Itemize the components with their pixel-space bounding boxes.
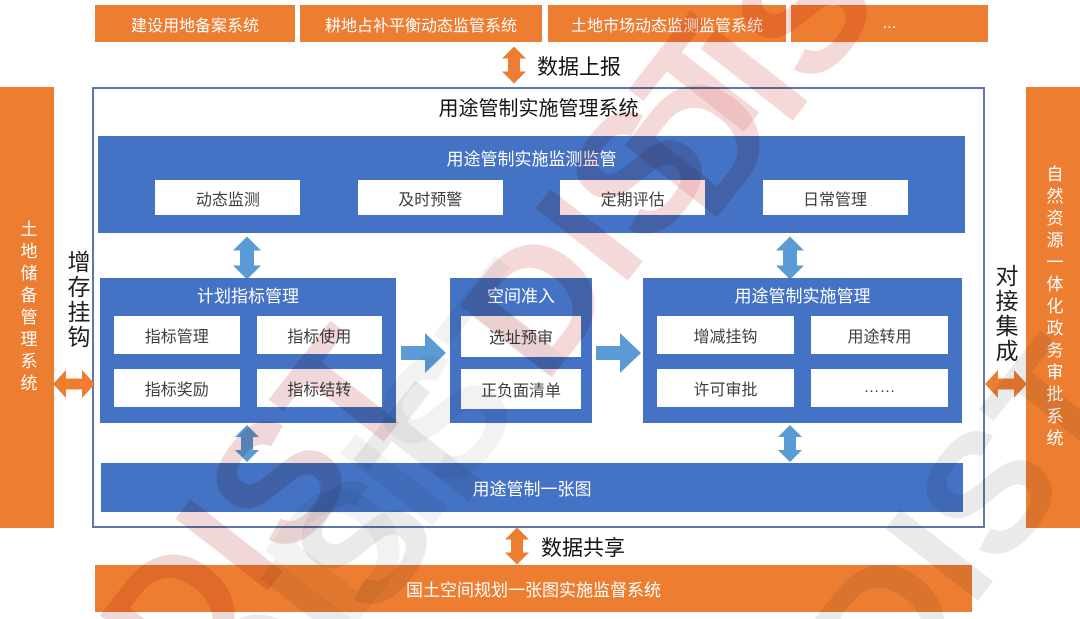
- plan-to-access-arrow-icon: [401, 333, 446, 373]
- right-system-label: 自然资源一体化政务审批系统: [1043, 164, 1063, 451]
- data-report-label: 数据上报: [537, 56, 621, 79]
- left-system-label: 土地储备管理系统: [17, 219, 37, 396]
- use-control-impl-section: 用途管制实施管理 增减挂钩 用途转用 许可审批 ……: [643, 278, 962, 423]
- monitor-item-timely-warning: 及时预警: [357, 180, 503, 215]
- item-indicator-usage: 指标使用: [256, 316, 382, 354]
- item-permit-approval: 许可审批: [657, 369, 794, 407]
- use-control-impl-grid: 增减挂钩 用途转用 许可审批 ……: [643, 316, 962, 423]
- item-ellipsis: ……: [811, 369, 948, 407]
- item-indicator-management: 指标管理: [114, 316, 240, 354]
- item-indicator-carryover: 指标结转: [256, 369, 382, 407]
- data-share-double-arrow-icon: [505, 527, 529, 565]
- spatial-access-title: 空间准入: [487, 287, 555, 306]
- monitor-section: 用途管制实施监测监管 动态监测 及时预警 定期评估 日常管理: [98, 136, 965, 233]
- monitor-item-periodic-evaluation: 定期评估: [560, 180, 706, 215]
- right-system-natural-resources-approval: 自然资源一体化政务审批系统: [1026, 87, 1080, 528]
- top-system-land-market: 土地市场动态监测监管系统: [548, 5, 786, 42]
- plan-indicator-grid: 指标管理 指标使用 指标奖励 指标结转: [100, 316, 396, 423]
- spatial-access-grid: 选址预审 正负面清单: [450, 316, 592, 423]
- item-indicator-reward: 指标奖励: [114, 369, 240, 407]
- monitor-item-dynamic-monitoring: 动态监测: [155, 180, 301, 215]
- use-control-one-map-bar: 用途管制一张图: [101, 463, 963, 512]
- top-system-construction-land: 建设用地备案系统: [95, 5, 295, 42]
- use-control-impl-title: 用途管制实施管理: [734, 287, 871, 306]
- spatial-access-section: 空间准入 选址预审 正负面清单: [450, 278, 592, 423]
- left-link-double-arrow-icon: [53, 370, 95, 398]
- left-link-label: 增存挂钩: [64, 250, 90, 350]
- monitor-to-plan-double-arrow-icon: [233, 236, 261, 280]
- main-system-title: 用途管制实施管理系统: [438, 98, 639, 120]
- item-use-conversion: 用途转用: [811, 316, 948, 354]
- data-share-label: 数据共享: [541, 537, 625, 560]
- monitor-item-daily-management: 日常管理: [762, 180, 908, 215]
- plan-to-map-double-arrow-icon: [234, 425, 260, 462]
- item-positive-negative-list: 正负面清单: [461, 368, 581, 409]
- implementation-to-map-double-arrow-icon: [777, 425, 803, 462]
- access-to-implementation-arrow-icon: [596, 333, 641, 373]
- left-system-land-reserve: 土地储备管理系统: [0, 87, 54, 528]
- item-increase-decrease-link: 增减挂钩: [657, 316, 794, 354]
- right-link-label: 对接集成: [992, 264, 1018, 364]
- item-site-preapproval: 选址预审: [461, 316, 581, 357]
- bottom-system-planning-supervision: 国土空间规划一张图实施监督系统: [95, 565, 972, 612]
- monitor-to-implementation-double-arrow-icon: [776, 236, 804, 280]
- monitor-items-row: 动态监测 及时预警 定期评估 日常管理: [98, 180, 965, 215]
- data-report-double-arrow-icon: [502, 46, 526, 84]
- top-system-farmland-balance: 耕地占补平衡动态监管系统: [300, 5, 542, 42]
- right-link-double-arrow-icon: [985, 370, 1027, 398]
- monitor-section-title: 用途管制实施监测监管: [446, 150, 617, 169]
- plan-indicator-title: 计划指标管理: [197, 287, 299, 306]
- top-system-ellipsis: ...: [791, 5, 988, 42]
- plan-indicator-section: 计划指标管理 指标管理 指标使用 指标奖励 指标结转: [100, 278, 396, 423]
